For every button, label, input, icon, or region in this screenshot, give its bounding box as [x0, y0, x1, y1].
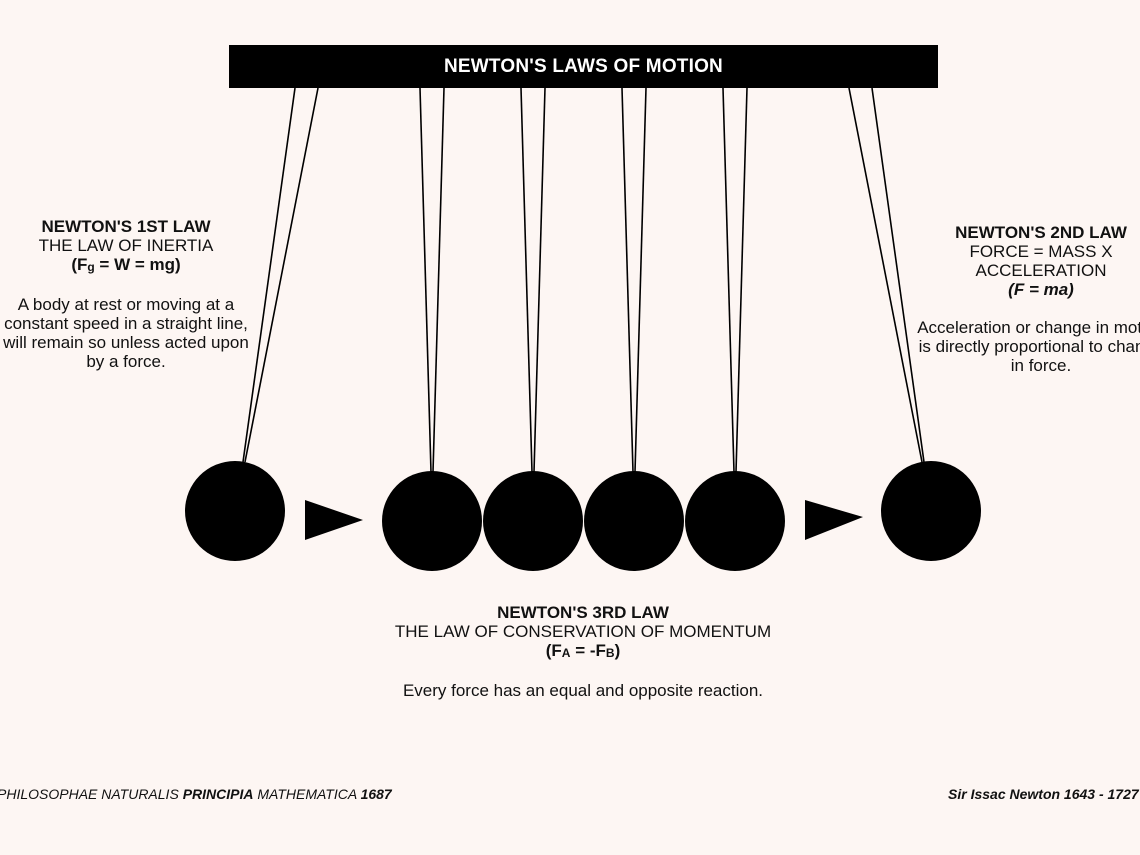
cradle-strings [242, 87, 925, 473]
ball-1 [185, 461, 285, 561]
string-ball-6-left [848, 87, 923, 463]
page-title: NEWTON'S LAWS OF MOTION [444, 55, 723, 77]
ball-6 [881, 461, 981, 561]
string-ball-5-left [722, 87, 735, 473]
footer-author: Sir Issac Newton 1643 - 1727 [948, 786, 1139, 802]
string-ball-4-left [621, 87, 634, 473]
first-law-heading: NEWTON'S 1ST LAW [41, 217, 211, 236]
string-ball-6-right [871, 87, 925, 463]
ball-3 [483, 471, 583, 571]
string-ball-2-right [432, 87, 445, 473]
third-law-block: NEWTON'S 3RD LAW THE LAW OF CONSERVATION… [333, 603, 833, 700]
third-law-formula: (FA = -FB) [333, 641, 833, 662]
first-law-block: NEWTON'S 1ST LAW THE LAW OF INERTIA (Fg … [0, 217, 252, 371]
formula-middle: = -F [570, 641, 606, 660]
first-law-subtitle: THE LAW OF INERTIA [38, 236, 214, 255]
third-law-heading: NEWTON'S 3RD LAW [497, 603, 669, 622]
ball-5 [685, 471, 785, 571]
footer-publication-principia: PRINCIPIA [182, 786, 254, 802]
first-law-description: A body at rest or moving at a constant s… [3, 295, 249, 371]
string-ball-3-left [520, 87, 533, 473]
string-ball-3-right [533, 87, 546, 473]
ball-2 [382, 471, 482, 571]
cradle-balls [185, 461, 981, 571]
ball-4 [584, 471, 684, 571]
third-law-subtitle: THE LAW OF CONSERVATION OF MOMENTUM [394, 622, 772, 641]
formula-subscript-b: B [605, 646, 615, 660]
string-ball-1-right [244, 87, 319, 463]
second-law-formula: (F = ma) [1008, 280, 1074, 299]
string-ball-1-left [242, 87, 296, 463]
title-banner: NEWTON'S LAWS OF MOTION [229, 45, 938, 88]
formula-suffix: ) [614, 641, 621, 660]
second-law-heading: NEWTON'S 2ND LAW [955, 223, 1127, 242]
formula-prefix: (F [71, 255, 88, 274]
footer-publication: PHILOSOPHAE NATURALIS PRINCIPIA MATHEMAT… [0, 786, 392, 802]
formula-subscript-a: A [561, 646, 571, 660]
second-law-block: NEWTON'S 2ND LAW FORCE = MASS X ACCELERA… [914, 223, 1140, 375]
arrow-left-icon [305, 500, 363, 540]
formula-prefix: (F [545, 641, 562, 660]
arrow-right-icon [805, 500, 863, 540]
footer-publication-part1: PHILOSOPHAE NATURALIS [0, 786, 183, 802]
string-ball-2-left [419, 87, 432, 473]
first-law-formula: (Fg = W = mg) [0, 255, 252, 276]
string-ball-4-right [634, 87, 647, 473]
formula-suffix: = W = mg) [94, 255, 181, 274]
string-ball-5-right [735, 87, 748, 473]
footer-publication-part3: MATHEMATICA [253, 786, 361, 802]
formula-subscript: g [87, 260, 95, 274]
second-law-description: Acceleration or change in motion is dire… [917, 318, 1140, 375]
third-law-description: Every force has an equal and opposite re… [402, 681, 764, 700]
second-law-subtitle: FORCE = MASS X ACCELERATION [969, 242, 1113, 280]
footer-publication-year: 1687 [360, 786, 392, 802]
